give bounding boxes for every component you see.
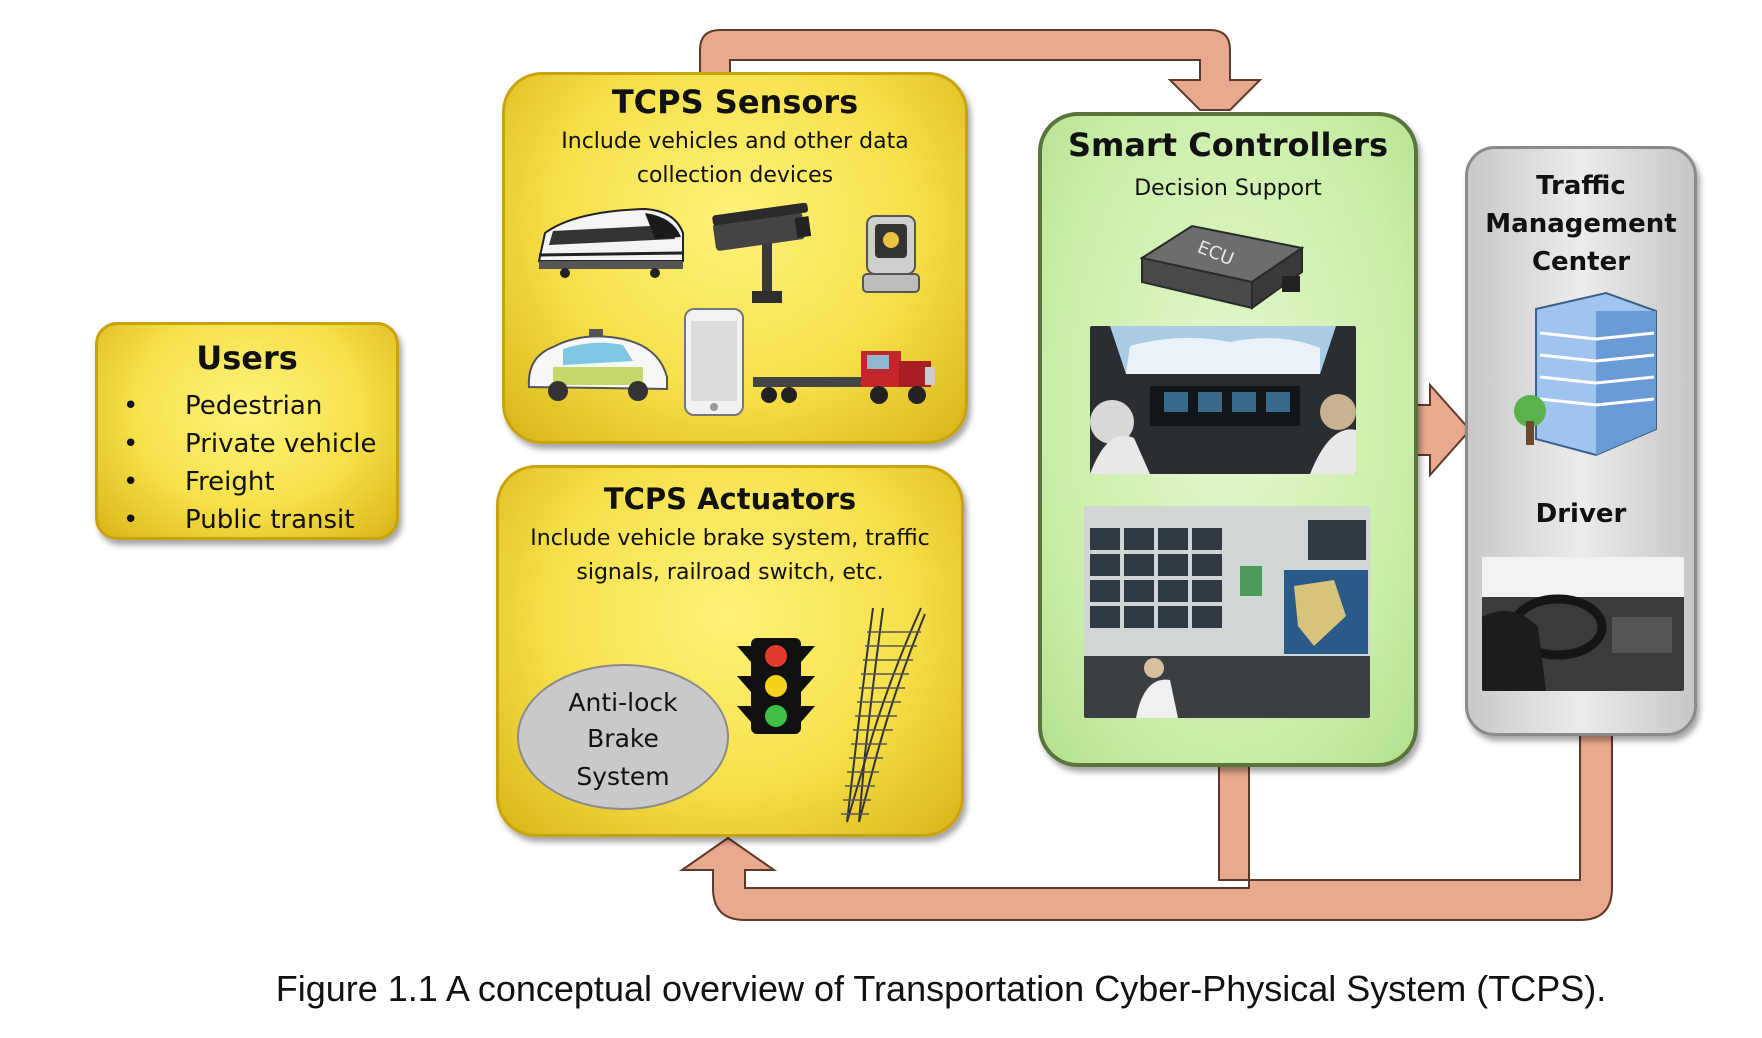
abs-label-line2: Brake — [587, 724, 659, 753]
users-title: Users — [196, 339, 298, 377]
train-image — [537, 207, 684, 278]
tmc-title-line3: Center — [1531, 247, 1631, 277]
tmc-box: Traffic Management Center Driver — [1465, 146, 1697, 736]
users-item-private-vehicle: Private vehicle — [123, 425, 377, 463]
abs-label-line3: System — [576, 762, 670, 791]
abs-label-line1: Anti-lock — [568, 688, 678, 717]
users-box: Users Pedestrian Private vehicle Freight… — [95, 322, 399, 540]
traffic-light-image — [737, 638, 815, 734]
traffic-camera-image — [712, 203, 812, 303]
sensors-box: TCPS Sensors Include vehicles and other … — [502, 72, 968, 444]
controllers-box: Smart Controllers Decision Support ECU — [1038, 112, 1418, 767]
control-room-photo — [1084, 506, 1370, 718]
feedback-to-actuators-arrow — [678, 734, 1613, 921]
figure-caption: Figure 1.1 A conceptual overview of Tran… — [275, 968, 1607, 1009]
actuators-title: TCPS Actuators — [603, 482, 857, 516]
users-item-public-transit: Public transit — [123, 501, 377, 539]
users-item-freight: Freight — [123, 463, 377, 501]
railroad-switch-image — [841, 607, 926, 823]
controllers-title: Smart Controllers — [1068, 126, 1388, 164]
controllers-subtitle: Decision Support — [1134, 176, 1322, 201]
ecu-device-image — [1139, 224, 1305, 310]
lidar-sensor-image — [862, 215, 920, 293]
actuators-box: TCPS Actuators Include vehicle brake sys… — [496, 465, 964, 837]
users-item-pedestrian: Pedestrian — [123, 387, 377, 425]
controllers-to-tmc-arrow — [1413, 382, 1472, 478]
tmc-driver-label: Driver — [1535, 499, 1627, 529]
abs-ellipse: Anti-lock Brake System — [517, 664, 729, 810]
tmc-title-line2: Management — [1485, 209, 1677, 239]
driver-photo — [1482, 557, 1684, 691]
smartphone-image — [684, 308, 744, 416]
sensors-title: TCPS Sensors — [611, 83, 859, 121]
cockpit-photo — [1090, 326, 1356, 474]
sensors-description-line2: collection devices — [636, 163, 834, 188]
actuators-description-line2: signals, railroad switch, etc. — [576, 560, 884, 585]
tmc-title-line1: Traffic — [1536, 171, 1626, 201]
freight-truck-image — [753, 351, 935, 404]
autonomous-car-image — [527, 329, 668, 401]
office-building-icon — [1514, 291, 1657, 457]
users-list: Pedestrian Private vehicle Freight Publi… — [123, 387, 377, 539]
actuators-description-line1: Include vehicle brake system, traffic — [530, 526, 930, 551]
sensors-description-line1: Include vehicles and other data — [561, 129, 909, 154]
sensors-to-controllers-arrow — [699, 29, 1263, 111]
